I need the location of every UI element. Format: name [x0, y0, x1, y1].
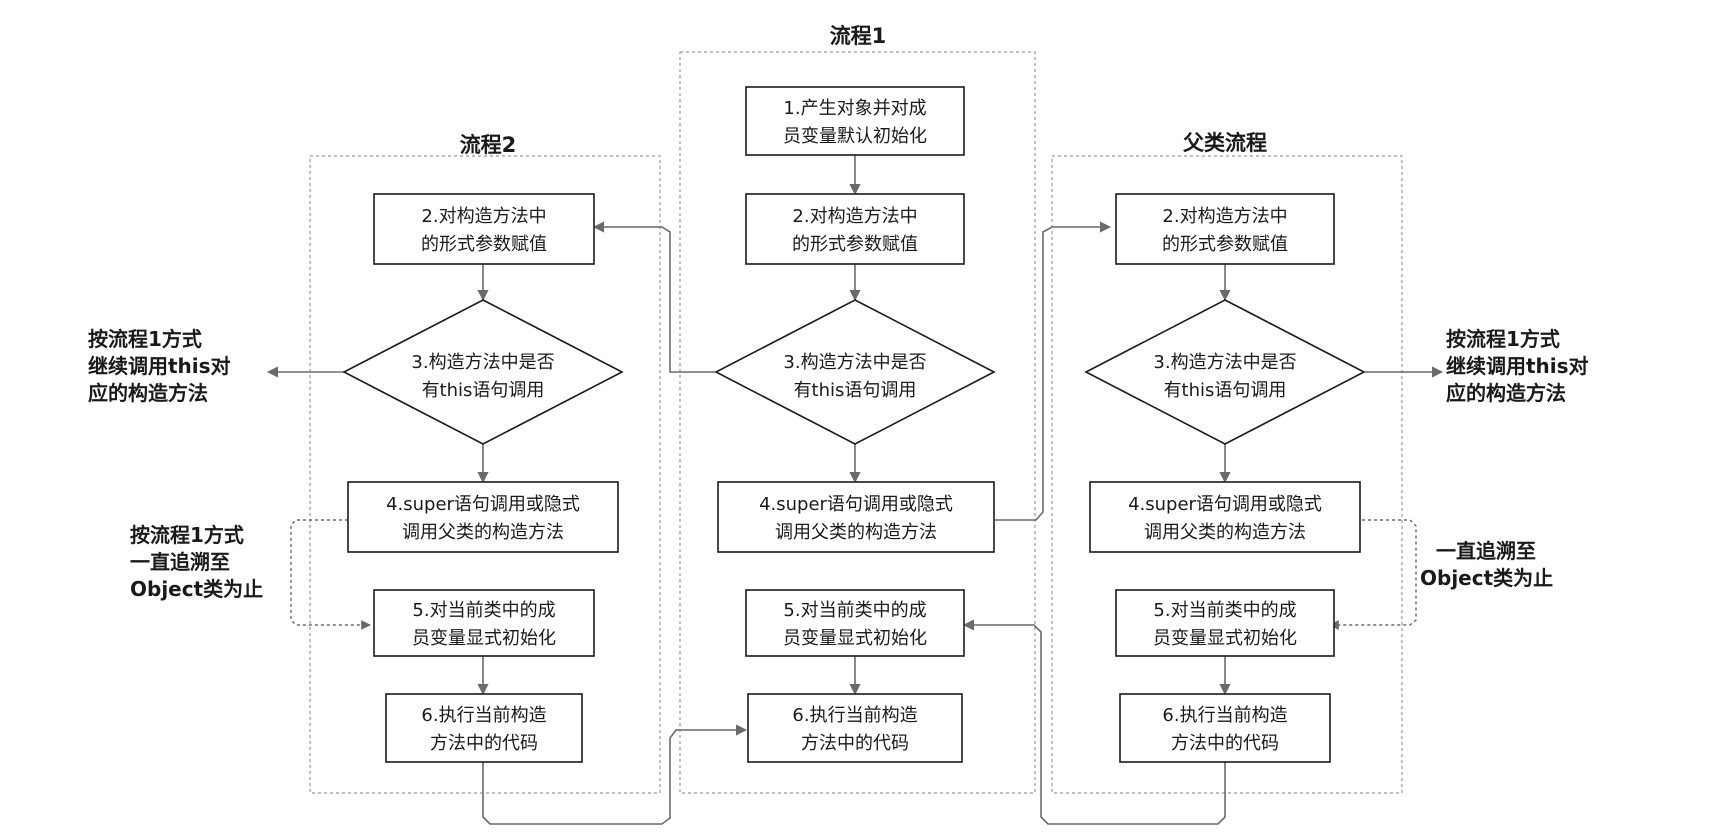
flow1-step4-line2: 调用父类的构造方法: [775, 522, 937, 543]
parent-step4-line1: 4.super语句调用或隐式: [1128, 494, 1322, 515]
flow2-step5-line2: 员变量显式初始化: [412, 628, 556, 649]
flow2-step6-line1: 6.执行当前构造: [421, 705, 546, 726]
flow1-step5-line1: 5.对当前类中的成: [783, 600, 926, 621]
flow2-step3-line1: 3.构造方法中是否: [411, 352, 554, 373]
flow1-step5-box: 5.对当前类中的成 员变量显式初始化: [745, 589, 965, 657]
flow1-to-flow2-step2-arrow: [592, 221, 715, 373]
right-this-note-line3: 应的构造方法: [1446, 381, 1566, 405]
flow2-step6-to-flow1-step6-arrow: [482, 724, 748, 825]
flow1-step2-line2: 的形式参数赋值: [792, 234, 918, 255]
flow2-step4-box: 4.super语句调用或隐式 调用父类的构造方法: [347, 481, 619, 553]
parent-step2-line1: 2.对构造方法中: [1162, 206, 1287, 227]
flow1-step5-line2: 员变量显式初始化: [783, 628, 927, 649]
left-trace-note: 按流程1方式 一直追溯至 Object类为止: [130, 523, 263, 601]
flow1-step6-line2: 方法中的代码: [801, 733, 909, 754]
right-this-note-line2: 继续调用this对: [1446, 354, 1589, 378]
flow1-step1-line2: 员变量默认初始化: [783, 126, 927, 147]
flow2-step4-line2: 调用父类的构造方法: [402, 522, 564, 543]
flow1-to-parent-step2-arrow: [995, 221, 1112, 521]
flow1-step1-line1: 1.产生对象并对成: [783, 98, 926, 119]
right-trace-note-line2: Object类为止: [1420, 566, 1553, 590]
parent-step3-line2: 有this语句调用: [1164, 380, 1287, 401]
left-this-note-line2: 继续调用this对: [88, 354, 231, 378]
parent-flow-title: 父类流程: [1183, 131, 1267, 155]
flow2-step2-box: 2.对构造方法中 的形式参数赋值: [373, 193, 595, 265]
flow2-step2-line1: 2.对构造方法中: [421, 206, 546, 227]
right-trace-note-line1: 一直追溯至: [1436, 539, 1536, 563]
flow1-step2-line1: 2.对构造方法中: [792, 206, 917, 227]
left-this-note-line3: 应的构造方法: [88, 381, 208, 405]
parent-step6-box: 6.执行当前构造 方法中的代码: [1119, 693, 1331, 763]
left-trace-note-line3: Object类为止: [130, 577, 263, 601]
parent-step2-box: 2.对构造方法中 的形式参数赋值: [1115, 193, 1335, 265]
flow2-trace-dashed-arrow: [290, 519, 371, 630]
parent-step2-line2: 的形式参数赋值: [1162, 234, 1288, 255]
flow2-step2-line2: 的形式参数赋值: [421, 234, 547, 255]
flow2-step3-line2: 有this语句调用: [422, 380, 545, 401]
flow2-step5-line1: 5.对当前类中的成: [412, 600, 555, 621]
parent-step3-line1: 3.构造方法中是否: [1153, 352, 1296, 373]
parent-step5-line2: 员变量显式初始化: [1153, 628, 1297, 649]
right-this-note: 按流程1方式 继续调用this对 应的构造方法: [1446, 327, 1589, 405]
left-trace-note-line2: 一直追溯至: [130, 550, 230, 574]
parent-step6-to-flow1-step5-arrow: [962, 619, 1226, 825]
parent-flow-frame: [1051, 155, 1403, 794]
flow2-frame: [309, 155, 661, 794]
flow1-step3-decision: 3.构造方法中是否 有this语句调用: [714, 299, 996, 445]
flow2-title: 流程2: [460, 133, 517, 157]
parent-step5-line1: 5.对当前类中的成: [1153, 600, 1296, 621]
parent-step4-line2: 调用父类的构造方法: [1144, 522, 1306, 543]
parent-step4-box: 4.super语句调用或隐式 调用父类的构造方法: [1089, 481, 1361, 553]
parent-step6-line1: 6.执行当前构造: [1162, 705, 1287, 726]
right-trace-note: 一直追溯至 Object类为止: [1420, 539, 1553, 590]
left-this-note-line1: 按流程1方式: [88, 327, 202, 351]
flow1-step3-line2: 有this语句调用: [794, 380, 917, 401]
parent-step6-line2: 方法中的代码: [1171, 733, 1279, 754]
flow1-title: 流程1: [830, 24, 887, 48]
flow2-step3-decision: 3.构造方法中是否 有this语句调用: [342, 299, 624, 445]
flow1-step6-line1: 6.执行当前构造: [792, 705, 917, 726]
flow2-step4-line1: 4.super语句调用或隐式: [386, 494, 580, 515]
flow1-step4-line1: 4.super语句调用或隐式: [759, 494, 953, 515]
flow1-step1-box: 1.产生对象并对成 员变量默认初始化: [745, 86, 965, 156]
right-this-note-line1: 按流程1方式: [1446, 327, 1560, 351]
parent-step3-decision: 3.构造方法中是否 有this语句调用: [1084, 299, 1366, 445]
left-trace-note-line1: 按流程1方式: [130, 523, 244, 547]
parent-trace-dashed-arrow: [1329, 519, 1417, 630]
flow1-frame: [679, 51, 1036, 794]
flow2-step6-line2: 方法中的代码: [430, 733, 538, 754]
left-this-note: 按流程1方式 继续调用this对 应的构造方法: [88, 327, 231, 405]
flow1-step6-box: 6.执行当前构造 方法中的代码: [747, 693, 963, 763]
flow2-step6-box: 6.执行当前构造 方法中的代码: [385, 693, 583, 763]
parent-step5-box: 5.对当前类中的成 员变量显式初始化: [1115, 589, 1335, 657]
flow1-step2-box: 2.对构造方法中 的形式参数赋值: [745, 193, 965, 265]
flow2-step5-box: 5.对当前类中的成 员变量显式初始化: [373, 589, 595, 657]
flow1-step3-line1: 3.构造方法中是否: [783, 352, 926, 373]
flow1-step4-box: 4.super语句调用或隐式 调用父类的构造方法: [717, 481, 995, 553]
